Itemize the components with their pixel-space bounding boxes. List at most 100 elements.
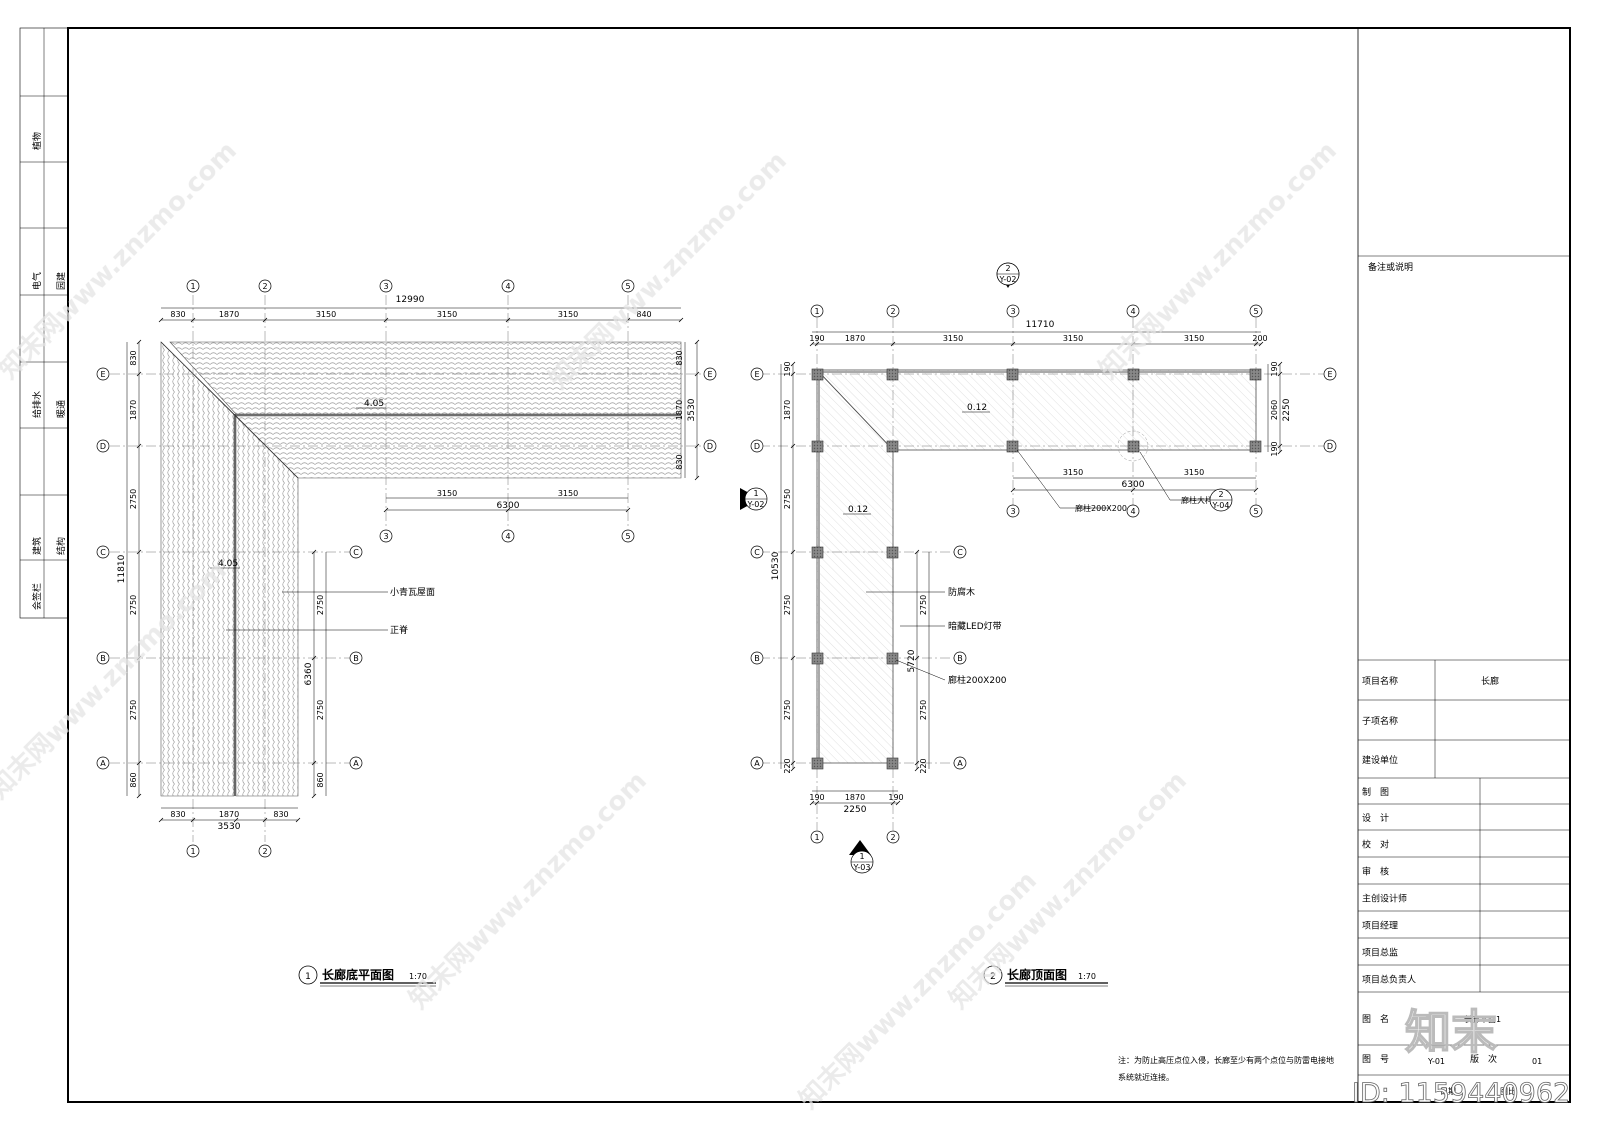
plan2-section-symbol-bottom: 1 Y-03 bbox=[849, 840, 874, 874]
plan1-grid-col-bottom-1: 1 bbox=[186, 844, 200, 858]
plan2-grid-col-mid-3: 3 bbox=[1006, 504, 1020, 518]
plan1-elevation-vertical: 4.05 bbox=[218, 559, 238, 569]
footnote-line-2: 系统就近连接。 bbox=[1118, 1072, 1174, 1082]
watermark-text-3: 知末网www.znzmo.com bbox=[1094, 136, 1343, 385]
plan2-section-symbol-left: 1 Y-02 bbox=[740, 487, 768, 511]
plan1-top-dim-2: 1870 bbox=[219, 310, 239, 319]
watermark-text-6: 知末网www.znzmo.com bbox=[944, 766, 1193, 1015]
footnote-line-1: 注：为防止高压点位入侵，长廊至少有两个点位与防雷电接地 bbox=[1118, 1055, 1334, 1065]
title-block-label-2: 建设单位 bbox=[1362, 754, 1398, 766]
svg-text:C: C bbox=[353, 548, 359, 557]
title-block-label-7: 主创设计师 bbox=[1362, 893, 1407, 905]
svg-text:2: 2 bbox=[890, 307, 895, 316]
svg-text:A: A bbox=[353, 759, 359, 768]
svg-text:4: 4 bbox=[1130, 307, 1135, 316]
plan1-grid-col-top-1: 1 bbox=[186, 279, 200, 293]
plan2-grid-row-left-D: D bbox=[750, 439, 764, 453]
plan1-top-dim-5: 3150 bbox=[558, 310, 578, 319]
plan1-top-dim-1: 830 bbox=[170, 310, 185, 319]
plan1-note-roof-tile: 小青瓦屋面 bbox=[390, 586, 435, 598]
svg-text:A: A bbox=[100, 759, 106, 768]
plan2-note-column-top: 廊柱200X200 bbox=[1075, 503, 1127, 513]
plan2-left-dim-4: 2750 bbox=[783, 595, 792, 615]
plan2-grid-row-right-A: A bbox=[953, 756, 967, 770]
plan1-top-dim-6: 840 bbox=[636, 310, 651, 319]
plan2-grid-row-left-B: B bbox=[750, 651, 764, 665]
svg-text:D: D bbox=[754, 442, 760, 451]
svg-text:5: 5 bbox=[625, 282, 630, 291]
plan1-grid-col-top-5: 5 bbox=[621, 279, 635, 293]
plan2-grid-row-left-A: A bbox=[750, 756, 764, 770]
plan1-grid-row-right-E: E bbox=[703, 367, 717, 381]
svg-text:2: 2 bbox=[1005, 264, 1010, 273]
plan2-bottom-dim-2: 1870 bbox=[845, 793, 865, 802]
plan2-grid-row-right-E: E bbox=[1323, 367, 1337, 381]
plan1-grid-col-bottom-2: 2 bbox=[258, 844, 272, 858]
svg-text:D: D bbox=[707, 442, 713, 451]
svg-text:2: 2 bbox=[262, 847, 267, 856]
svg-text:Y-02: Y-02 bbox=[746, 500, 764, 509]
plan2-elevation-horizontal: 0.12 bbox=[967, 403, 987, 413]
plan1-right-dim-1: 830 bbox=[675, 350, 684, 365]
drawing-no-value: Y-01 bbox=[1427, 1057, 1445, 1066]
plan1-grid-row-right-D: D bbox=[703, 439, 717, 453]
plan2-grid-col-mid-4: 4 bbox=[1126, 504, 1140, 518]
plan1-left-dim-3: 2750 bbox=[129, 489, 138, 509]
plan1-top-total: 12990 bbox=[396, 295, 425, 305]
plan2-grid-col-bottom-1: 1 bbox=[810, 830, 824, 844]
svg-text:2: 2 bbox=[1218, 490, 1223, 499]
svg-text:A: A bbox=[957, 759, 963, 768]
version-label: 版 次 bbox=[1470, 1053, 1497, 1065]
svg-text:E: E bbox=[1327, 370, 1332, 379]
plan1-grid-col-mid-3: 3 bbox=[379, 529, 393, 543]
plan1-bottom-dim-1: 830 bbox=[170, 810, 185, 819]
plan1-title-number: 1 bbox=[305, 972, 311, 982]
plan1-grid-row-left-E: E bbox=[96, 367, 110, 381]
strip-label-structure: 结构 bbox=[55, 537, 67, 555]
plan2-right-total: 2250 bbox=[1282, 398, 1292, 421]
strip-label-landscape: 园建 bbox=[55, 272, 67, 290]
left-signoff-strip: 植物 电气 园建 给排水 暖通 建筑 结构 会签栏 bbox=[19, 27, 69, 619]
svg-text:1: 1 bbox=[190, 847, 195, 856]
strip-label-architecture: 建筑 bbox=[31, 537, 43, 555]
title-block-label-0: 项目名称 bbox=[1362, 675, 1398, 687]
svg-text:4: 4 bbox=[505, 282, 510, 291]
plan2-grid-col-top-5: 5 bbox=[1249, 304, 1263, 318]
plan2-bottom-total: 2250 bbox=[844, 805, 867, 815]
svg-text:D: D bbox=[1327, 442, 1333, 451]
title-block-label-9: 项目总监 bbox=[1362, 947, 1398, 959]
plan2-right-low-dim-3: 220 bbox=[919, 758, 928, 773]
plan2-left-dim-6: 220 bbox=[783, 758, 792, 773]
plan1-grid-row-right-B: B bbox=[349, 651, 363, 665]
plan2-ceiling-plan: 11710 190 1870 3150 3150 3150 200 3150 3… bbox=[740, 262, 1325, 987]
plan2-top-dim-5: 3150 bbox=[1184, 334, 1204, 343]
plan1-grid-col-top-4: 4 bbox=[501, 279, 515, 293]
plan1-right-low-dim-1: 2750 bbox=[316, 595, 325, 615]
plan1-left-dim-4: 2750 bbox=[129, 595, 138, 615]
plan2-mid-dim-1: 3150 bbox=[1063, 468, 1083, 477]
remarks-label: 备注或说明 bbox=[1368, 261, 1413, 273]
plan2-right-dim-3: 190 bbox=[1270, 441, 1279, 456]
plan2-note-column-detail: 廊柱大样图 bbox=[1181, 495, 1221, 505]
plan1-grid-row-left-B: B bbox=[96, 651, 110, 665]
title-block-label-10: 项目总负责人 bbox=[1362, 974, 1416, 986]
plan1-right-dim-2: 1870 bbox=[675, 400, 684, 420]
drawing-name-label: 图 名 bbox=[1362, 1013, 1389, 1025]
plan2-grid-row-right-D: D bbox=[1323, 439, 1337, 453]
svg-text:1: 1 bbox=[753, 489, 758, 498]
svg-text:E: E bbox=[707, 370, 712, 379]
svg-text:2: 2 bbox=[890, 833, 895, 842]
plan1-grid-row-right-C: C bbox=[349, 545, 363, 559]
plan2-detail-symbol: 2 Y-04 bbox=[1209, 488, 1233, 512]
title-block-label-5: 校 对 bbox=[1362, 839, 1389, 851]
plan2-left-dim-2: 1870 bbox=[783, 400, 792, 420]
plan2-bottom-dim-3: 190 bbox=[888, 793, 903, 802]
plan1-right-total: 3530 bbox=[687, 398, 697, 421]
plan2-right-dim-1: 190 bbox=[1270, 361, 1279, 376]
plan2-mid-total: 6300 bbox=[1122, 480, 1145, 490]
plan2-grid-row-left-E: E bbox=[750, 367, 764, 381]
plan2-top-total: 11710 bbox=[1026, 320, 1055, 330]
plan1-note-ridge: 正脊 bbox=[390, 624, 408, 636]
title-block-value-0: 长廊 bbox=[1481, 675, 1499, 687]
strip-label-countersign: 会签栏 bbox=[31, 583, 43, 610]
